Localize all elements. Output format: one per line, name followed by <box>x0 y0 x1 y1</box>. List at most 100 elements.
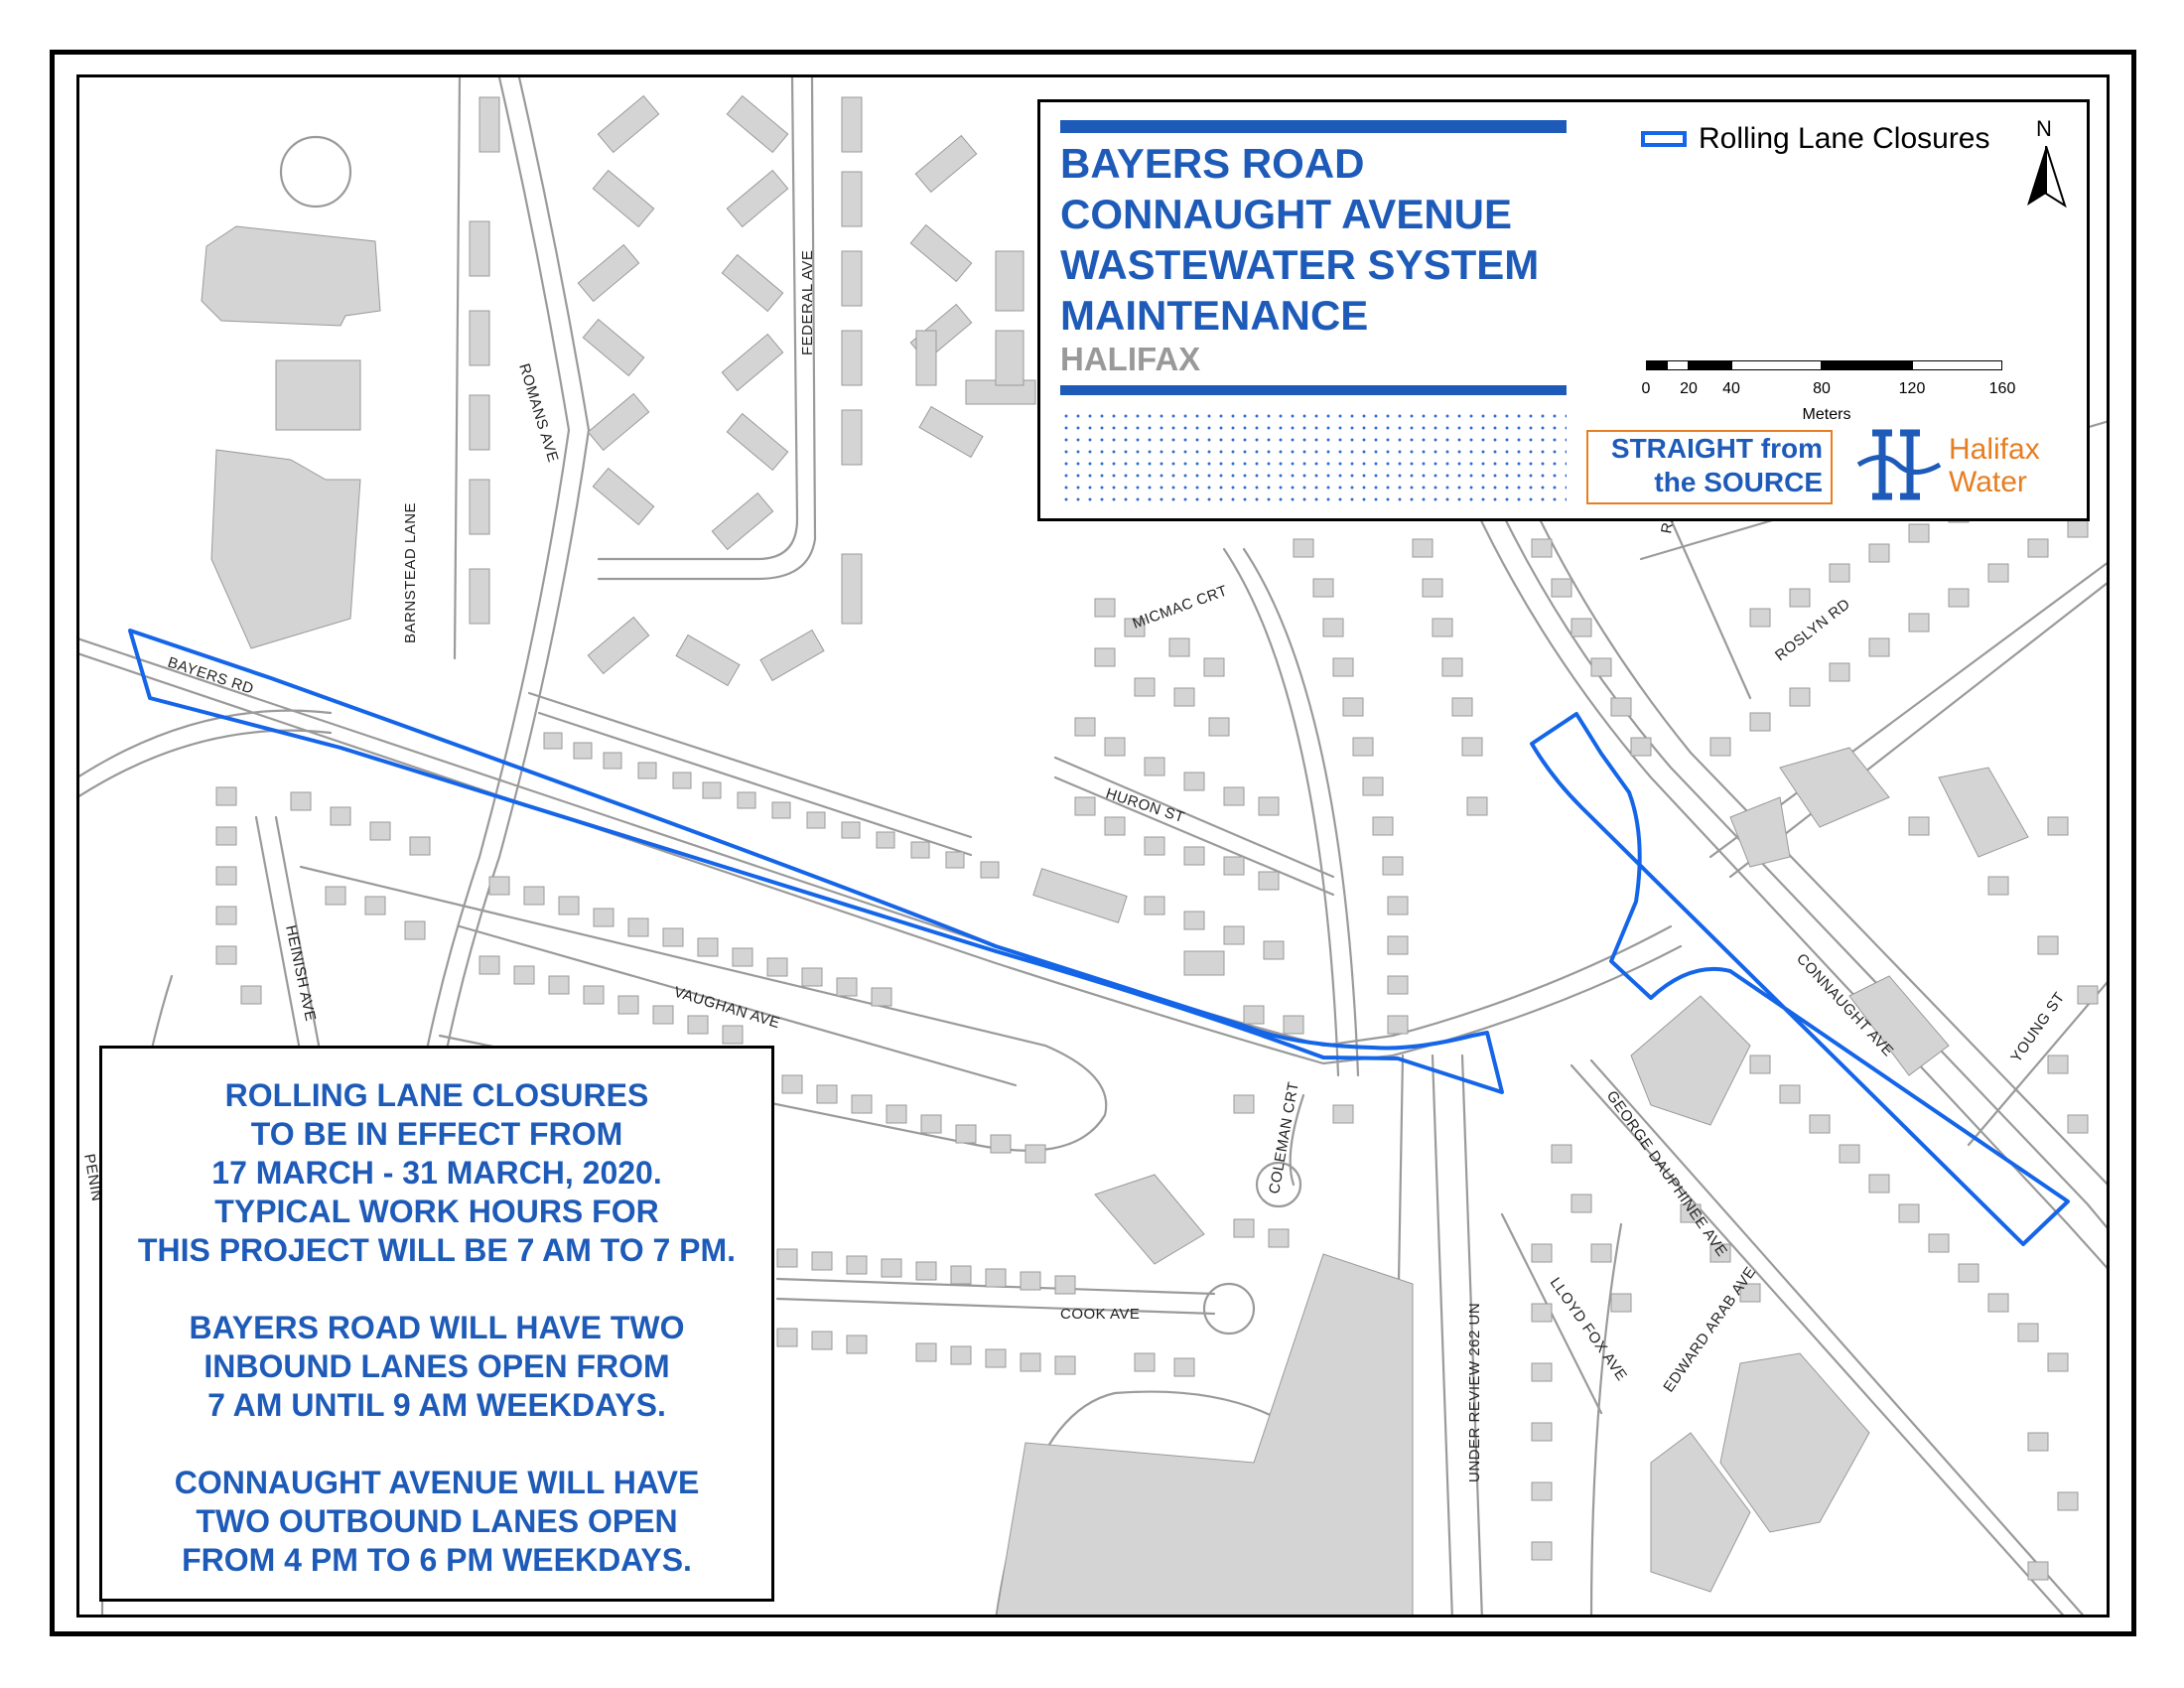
closure-notice: ROLLING LANE CLOSURES TO BE IN EFFECT FR… <box>99 1046 774 1602</box>
road-connaught <box>1460 478 2107 1269</box>
building-mall <box>996 1253 1414 1615</box>
label-heinish-ave: HEINISH AVE <box>282 923 319 1023</box>
buildings <box>201 94 2099 1615</box>
building <box>201 225 381 327</box>
road-rd <box>1669 517 1752 700</box>
label-coleman-crt: COLEMAN CRT <box>1266 1080 1302 1196</box>
map-subtitle: HALIFAX <box>1060 341 1201 377</box>
scale-tick: 40 <box>1722 380 1740 397</box>
title-line: CONNAUGHT AVENUE <box>1060 191 1513 237</box>
road-george <box>1570 1063 2065 1615</box>
north-arrow-icon <box>2027 146 2067 209</box>
north-arrow: N <box>2023 116 2069 215</box>
road-heinish <box>254 815 303 1057</box>
halifax-water-logo-icon <box>1856 429 1942 500</box>
label-roslyn-rd: ROSLYN RD <box>1772 596 1853 664</box>
label-under-review: UNDER REVIEW 262 UN <box>1466 1303 1483 1482</box>
road-romans <box>418 77 571 1087</box>
notice-paragraph: ROLLING LANE CLOSURES TO BE IN EFFECT FR… <box>102 1076 771 1270</box>
rolling-lane-closures[interactable] <box>128 629 2070 1246</box>
closure-connaught <box>1530 712 2070 1246</box>
notice-line: TYPICAL WORK HOURS FOR <box>214 1194 659 1229</box>
road-federal <box>597 77 799 561</box>
building-column <box>469 96 1036 625</box>
scale-tick: 160 <box>1988 380 2016 397</box>
road-cul <box>279 135 352 209</box>
street-map: BAYERS RD ROMANS AVE FEDERAL AVE BARNSTE… <box>79 77 2107 1615</box>
notice-paragraph: BAYERS ROAD WILL HAVE TWO INBOUND LANES … <box>102 1309 771 1425</box>
straight-from-source-logo: STRAIGHT from the SOURCE <box>1586 430 1833 504</box>
scale-tick: 80 <box>1813 380 1831 397</box>
road-bayers <box>79 652 1683 1065</box>
road-vaughan <box>458 924 1018 1087</box>
notice-line: CONNAUGHT AVENUE WILL HAVE <box>174 1465 700 1500</box>
building <box>210 449 361 649</box>
road-barnstead <box>453 77 462 660</box>
north-letter: N <box>2036 116 2052 141</box>
closure-bayers <box>128 629 1504 1094</box>
scale-seg <box>1822 360 1912 370</box>
house-rows <box>215 732 1195 1377</box>
halifax-water-logo: Halifax Water <box>1854 425 2083 509</box>
notice-paragraph: CONNAUGHT AVENUE WILL HAVE TWO OUTBOUND … <box>102 1464 771 1580</box>
road-left-curve <box>79 709 333 778</box>
label-romans-ave: ROMANS AVE <box>515 361 561 465</box>
road-romans <box>438 77 591 1087</box>
scale-seg <box>1731 360 1822 370</box>
notice-line: TWO OUTBOUND LANES OPEN <box>196 1503 678 1539</box>
label-federal-ave: FEDERAL AVE <box>799 250 816 355</box>
title-line: MAINTENANCE <box>1060 292 1369 339</box>
label-bayers-rd: BAYERS RD <box>166 654 256 698</box>
brand-line-2: the SOURCE <box>1654 467 1823 497</box>
road-huron <box>537 711 973 857</box>
road-coleman <box>1289 1093 1305 1187</box>
house-cluster <box>1074 538 1488 1248</box>
scale-unit: Meters <box>1802 406 1851 423</box>
title-line: WASTEWATER SYSTEM <box>1060 241 1540 288</box>
logo-line-2: Water <box>1949 466 2027 498</box>
notice-line: INBOUND LANES OPEN FROM <box>204 1348 670 1384</box>
house-rows-ne <box>1531 464 2099 1134</box>
building <box>1094 1174 1205 1265</box>
building <box>275 359 361 431</box>
road-cook <box>775 1297 1216 1316</box>
road-federal <box>597 77 817 581</box>
building-row <box>577 94 984 687</box>
scale-seg <box>1646 360 1667 370</box>
road-underreview <box>1460 1054 1483 1615</box>
road-network <box>79 77 2107 1615</box>
road-huron-e <box>1053 756 1335 879</box>
road-huron-e <box>1053 775 1335 897</box>
label-barnstead-lane: BARNSTEAD LANE <box>402 502 419 643</box>
label-young-st: YOUNG ST <box>2007 989 2068 1065</box>
notice-line: TO BE IN EFFECT FROM <box>250 1116 623 1152</box>
house-rows-se <box>1531 995 2079 1593</box>
road-coleman-cul <box>1255 1161 1302 1208</box>
scale-tick: 120 <box>1898 380 1926 397</box>
logo-line-1: Halifax <box>1949 433 2040 466</box>
scale-seg <box>1912 360 2002 370</box>
scale-tick: 0 <box>1641 380 1651 397</box>
notice-line: ROLLING LANE CLOSURES <box>224 1077 649 1113</box>
road-left-curve <box>79 729 333 798</box>
notice-line: BAYERS ROAD WILL HAVE TWO <box>189 1310 685 1345</box>
road-micmac <box>1222 547 1340 1077</box>
road-cook-cul <box>1202 1282 1256 1336</box>
road-george <box>1589 1058 2085 1615</box>
road-roslyn <box>1728 582 2107 879</box>
scale-tick: 20 <box>1680 380 1698 397</box>
road-huron <box>527 691 973 839</box>
map-title: BAYERS ROAD CONNAUGHT AVENUE WASTEWATER … <box>1060 138 1596 341</box>
title-line: BAYERS ROAD <box>1060 140 1365 187</box>
title-top-rule <box>1060 120 1567 133</box>
dot-pattern-panel <box>1060 410 1567 509</box>
label-cook-ave: COOK AVE <box>1060 1306 1140 1323</box>
notice-line: 7 AM UNTIL 9 AM WEEKDAYS. <box>207 1387 666 1423</box>
road-edward <box>1589 1222 1623 1615</box>
label-micmac-crt: MICMAC CRT <box>1131 582 1230 632</box>
legend-swatch-icon <box>1641 131 1687 147</box>
title-bottom-rule <box>1060 385 1567 395</box>
road-underreview <box>1431 1054 1453 1615</box>
title-panel: BAYERS ROAD CONNAUGHT AVENUE WASTEWATER … <box>1037 99 2090 521</box>
brand-line-1: STRAIGHT from <box>1610 433 1823 464</box>
